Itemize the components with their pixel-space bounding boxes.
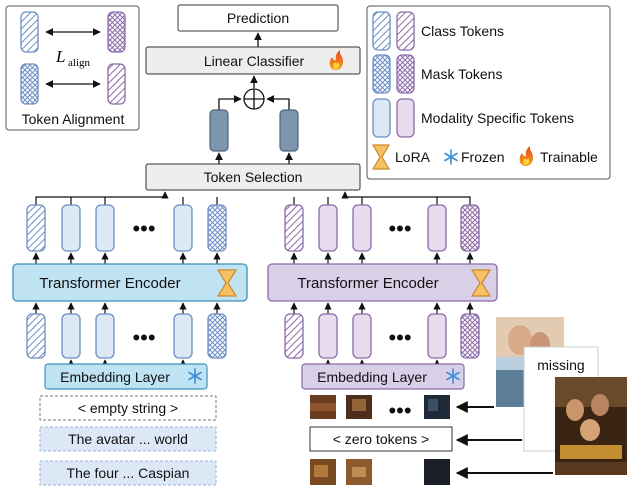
modality-token-swatch: [396, 98, 415, 138]
mask-token: [207, 204, 227, 252]
text-input-empty: [39, 395, 217, 421]
token-alignment-panel: [5, 5, 140, 131]
snowflake-icon: [444, 149, 458, 165]
prediction-box: [177, 4, 339, 32]
selected-token-left: [209, 109, 229, 152]
mask-token: [460, 313, 480, 359]
right-input-tokens: [284, 313, 480, 359]
lora-icon: [470, 269, 492, 297]
legend-modality-tokens: Modality Specific Tokens: [421, 110, 574, 126]
image-patches-row-1: [310, 395, 450, 419]
mask-token-swatch: [396, 54, 415, 94]
missing-label: missing: [537, 357, 584, 373]
encoder-right-label: Transformer Encoder: [297, 275, 438, 292]
image-patches-row-3: [310, 459, 450, 485]
legend-trainable: Trainable: [540, 149, 598, 165]
text-input-avatar-label: The avatar ... world: [68, 431, 188, 447]
text-input-empty-label: < empty string >: [78, 400, 178, 416]
lora-icon: [216, 269, 238, 297]
modality-token: [61, 313, 81, 359]
text-input-caspian: [39, 460, 217, 486]
class-token-swatch: [372, 11, 391, 51]
modality-token: [352, 313, 372, 359]
zero-tokens-label: < zero tokens >: [333, 431, 430, 447]
modality-token: [95, 313, 115, 359]
embedding-right-label: Embedding Layer: [317, 369, 427, 385]
token-selection-label: Token Selection: [204, 169, 303, 185]
modality-token: [318, 313, 338, 359]
class-token: [284, 204, 304, 252]
modality-token-swatch: [372, 98, 391, 138]
left-input-tokens: [26, 313, 227, 359]
modality-token: [173, 204, 193, 252]
token-alignment-caption: Token Alignment: [22, 111, 125, 127]
mask-token: [207, 313, 227, 359]
legend-class-tokens: Class Tokens: [421, 23, 504, 39]
modality-token: [427, 313, 447, 359]
encoder-left-label: Transformer Encoder: [39, 275, 180, 292]
embedding-layer-right: [301, 363, 465, 390]
modality-token: [173, 313, 193, 359]
class-token: [20, 11, 39, 53]
linear-classifier-label: Linear Classifier: [204, 53, 305, 69]
selected-token-right: [279, 109, 299, 152]
class-token: [284, 313, 304, 359]
alignment-loss-symbol: L: [55, 47, 65, 66]
right-output-tokens: [284, 204, 480, 252]
transformer-encoder-right: [267, 263, 498, 302]
arrow-left-selected: [218, 95, 242, 110]
movie-poster-3: [555, 377, 627, 475]
embedding-left-label: Embedding Layer: [60, 369, 170, 385]
ellipsis: •••: [388, 398, 411, 423]
legend-frozen: Frozen: [461, 149, 505, 165]
class-token: [107, 63, 126, 105]
alignment-loss-subscript: align: [68, 57, 90, 69]
lora-icon: [371, 144, 391, 170]
ellipsis: •••: [132, 216, 155, 241]
text-input-avatar: [39, 426, 217, 452]
mask-token: [20, 63, 39, 105]
ellipsis: •••: [388, 216, 411, 241]
mask-token: [460, 204, 480, 252]
modality-token: [95, 204, 115, 252]
legend-lora: LoRA: [395, 149, 431, 165]
transformer-encoder-left: [12, 263, 248, 302]
linear-classifier-box: [145, 46, 361, 75]
connector-right-to-selection: [341, 191, 471, 205]
image-patch: [424, 459, 450, 485]
class-token: [26, 313, 46, 359]
class-token: [26, 204, 46, 252]
mask-token: [107, 11, 126, 53]
modality-token: [318, 204, 338, 252]
class-token-swatch: [396, 11, 415, 51]
embedding-layer-left: [44, 363, 208, 390]
modality-token: [352, 204, 372, 252]
ellipsis: •••: [388, 325, 411, 350]
flame-icon: [329, 50, 344, 70]
flame-icon: [519, 146, 534, 166]
text-input-caspian-label: The four ... Caspian: [67, 465, 190, 481]
prediction-label: Prediction: [227, 10, 289, 26]
zero-tokens-box: [309, 426, 453, 452]
left-output-tokens: [26, 204, 227, 252]
modality-token: [427, 204, 447, 252]
token-selection-box: [145, 163, 361, 191]
arrow-right-selected: [266, 95, 290, 110]
modality-token: [61, 204, 81, 252]
mask-token-swatch: [372, 54, 391, 94]
legend-mask-tokens: Mask Tokens: [421, 66, 502, 82]
snowflake-icon: [188, 368, 202, 384]
snowflake-icon: [446, 368, 460, 384]
legend-panel: [366, 5, 611, 180]
ellipsis: •••: [132, 325, 155, 350]
connector-left-to-selection: [35, 191, 169, 205]
